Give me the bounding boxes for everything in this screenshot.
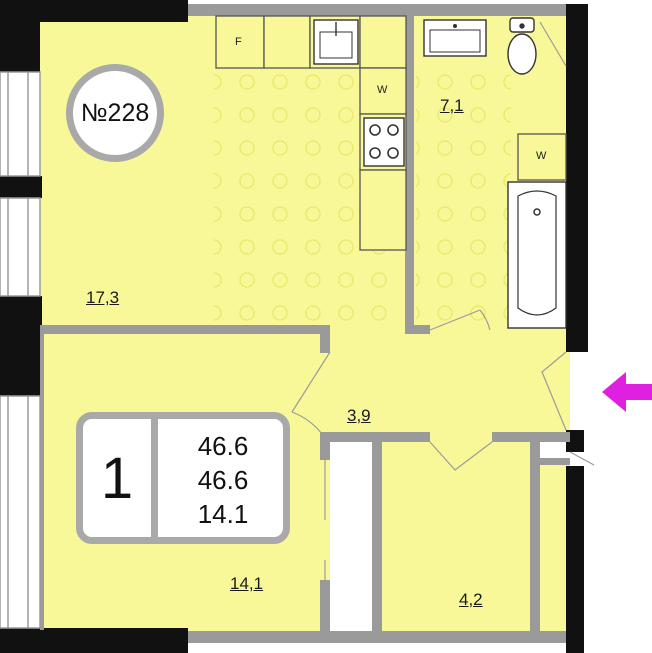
windows-left xyxy=(0,71,41,629)
hall-floor xyxy=(320,330,570,442)
washer-kitchen-label: W xyxy=(377,84,388,96)
total-area: 46.6 xyxy=(197,431,249,461)
apartment-number-badge: №228 xyxy=(66,64,164,162)
bath-sink-icon xyxy=(423,19,487,57)
sink-icon xyxy=(313,19,359,65)
bath-dots xyxy=(416,72,511,322)
column-left-top xyxy=(0,0,40,72)
toilet-icon xyxy=(507,17,537,75)
stove-icon xyxy=(363,117,405,167)
column-left-mid2 xyxy=(0,296,42,396)
area-values: 46.6 46.6 14.1 xyxy=(163,429,283,531)
column-top-left xyxy=(0,0,188,22)
washer-bath-box xyxy=(517,133,567,181)
room-area-kitchen-living: 17,3 xyxy=(86,288,120,307)
summary-box: 1 46.6 46.6 14.1 xyxy=(76,412,290,544)
area-second: 46.6 xyxy=(197,465,249,495)
summary-divider xyxy=(151,419,158,537)
room-area-storage: 4,2 xyxy=(459,590,483,609)
kitchen-area: 14.1 xyxy=(197,499,249,529)
closet-floor xyxy=(538,462,570,635)
column-top-right xyxy=(566,4,588,66)
interior-walls xyxy=(40,12,570,637)
column-right-mid xyxy=(566,66,588,352)
door-swings xyxy=(291,21,595,600)
entry-arrow-icon xyxy=(602,372,652,412)
column-bottom-left xyxy=(0,628,188,653)
room-area-bedroom: 14,1 xyxy=(230,574,264,593)
bathtub-icon xyxy=(507,181,567,329)
room-area-bathroom: 7,1 xyxy=(440,96,464,115)
storage-floor xyxy=(378,442,538,635)
washer-bath-label: W xyxy=(536,150,547,162)
apartment-number: №228 xyxy=(80,98,150,127)
room-area-hall: 3,9 xyxy=(347,406,371,425)
column-right-bottom xyxy=(566,466,584,653)
room-count: 1 xyxy=(100,445,134,511)
column-right-lower xyxy=(566,430,584,452)
fridge-label: F xyxy=(235,36,242,48)
column-left-mid1 xyxy=(0,176,42,198)
